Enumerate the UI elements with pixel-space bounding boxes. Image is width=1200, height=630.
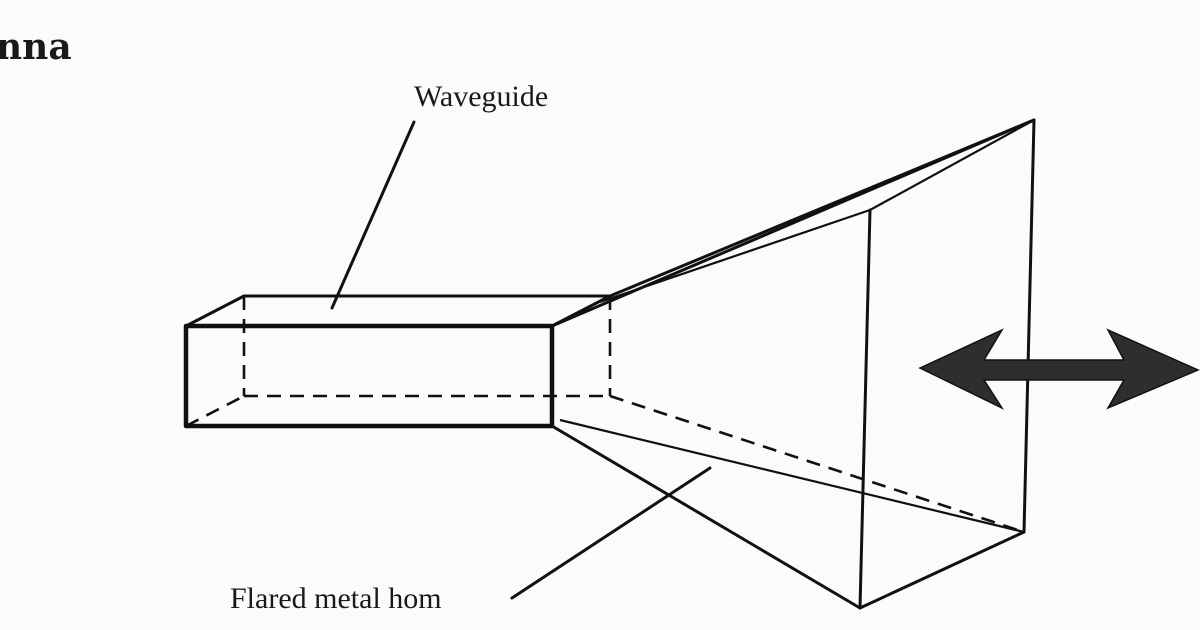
horn-leader-line xyxy=(510,466,712,600)
page-heading-fragment: nna xyxy=(0,26,72,68)
horn-aperture-back-edge xyxy=(1022,118,1036,534)
horn-top-inner-edge-2 xyxy=(869,119,1035,211)
double-headed-arrow-icon xyxy=(918,328,1200,410)
horn-hidden-bottom-edge xyxy=(609,394,1025,534)
waveguide-front-face xyxy=(183,323,555,429)
waveguide-top-face xyxy=(184,294,612,328)
horn-label: Flared metal hom xyxy=(230,582,442,615)
horn-aperture-front-edge xyxy=(858,208,872,610)
horn-top-edge-back xyxy=(608,118,1036,298)
flared-horn xyxy=(550,118,1036,610)
waveguide-leader-line xyxy=(330,120,416,310)
polarization-arrow xyxy=(918,328,1200,410)
waveguide-body xyxy=(183,294,612,429)
horn-aperture-bottom-edge xyxy=(858,530,1026,610)
horn-bottom-edge-front xyxy=(550,424,862,610)
waveguide-hidden-edge-corner xyxy=(185,394,245,428)
waveguide-label: Waveguide xyxy=(414,80,549,113)
horn-top-inner-edge xyxy=(599,208,871,304)
horn-bottom-inner-edge xyxy=(559,418,1025,534)
